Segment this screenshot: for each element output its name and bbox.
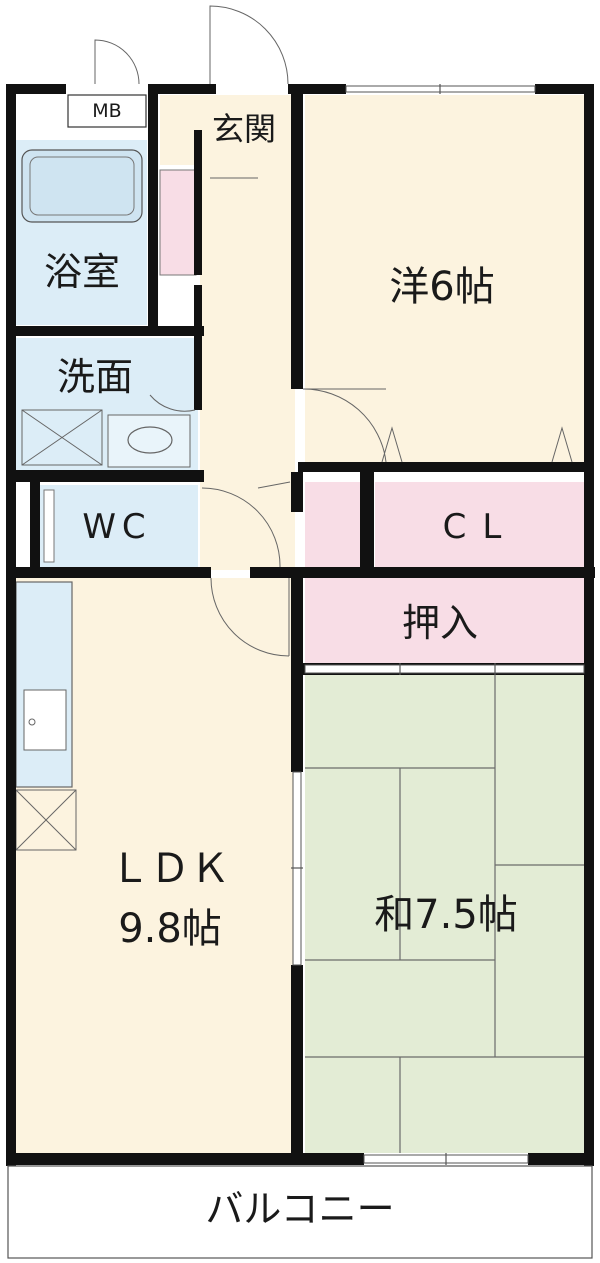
pipe-space xyxy=(160,288,198,326)
balcony-label: バルコニー xyxy=(205,1187,394,1231)
tatami-mats xyxy=(305,675,585,1153)
corridor-floor xyxy=(200,165,295,570)
japanese-room-label: 和7.5帖 xyxy=(374,892,518,938)
sliding-doors xyxy=(210,84,585,1165)
oshiire-floor xyxy=(305,578,585,663)
meter-box-label: MB xyxy=(92,100,121,122)
bathtub-inner xyxy=(29,156,135,216)
ldk-size-label: 9.8帖 xyxy=(118,906,222,952)
toilet-fixture xyxy=(43,489,55,563)
ldk-name-label: ＬＤＫ xyxy=(110,846,230,892)
wash-basin xyxy=(107,414,191,468)
small-closet-floor xyxy=(305,482,360,567)
closet-label: CL xyxy=(443,507,518,547)
tatami-room-floor xyxy=(305,675,585,1153)
kitchen-counter xyxy=(15,581,77,851)
closet-floor xyxy=(375,482,585,567)
entrance-floor xyxy=(160,95,295,165)
toilet-floor xyxy=(40,485,198,567)
bathroom-label: 浴室 xyxy=(44,250,120,294)
western-room-label: 洋6帖 xyxy=(389,264,494,310)
balcony-area xyxy=(7,1165,593,1259)
meter-box xyxy=(67,94,147,128)
western-room-floor xyxy=(305,95,585,470)
washing-machine-space xyxy=(21,409,103,466)
oshiire-label: 押入 xyxy=(402,601,478,645)
shoe-cabinet xyxy=(159,169,197,276)
toilet-label: WC xyxy=(82,507,151,547)
washroom-label: 洗面 xyxy=(57,355,133,399)
bathtub xyxy=(21,149,143,223)
door-arcs xyxy=(94,5,387,657)
entrance-label: 玄関 xyxy=(212,110,276,148)
